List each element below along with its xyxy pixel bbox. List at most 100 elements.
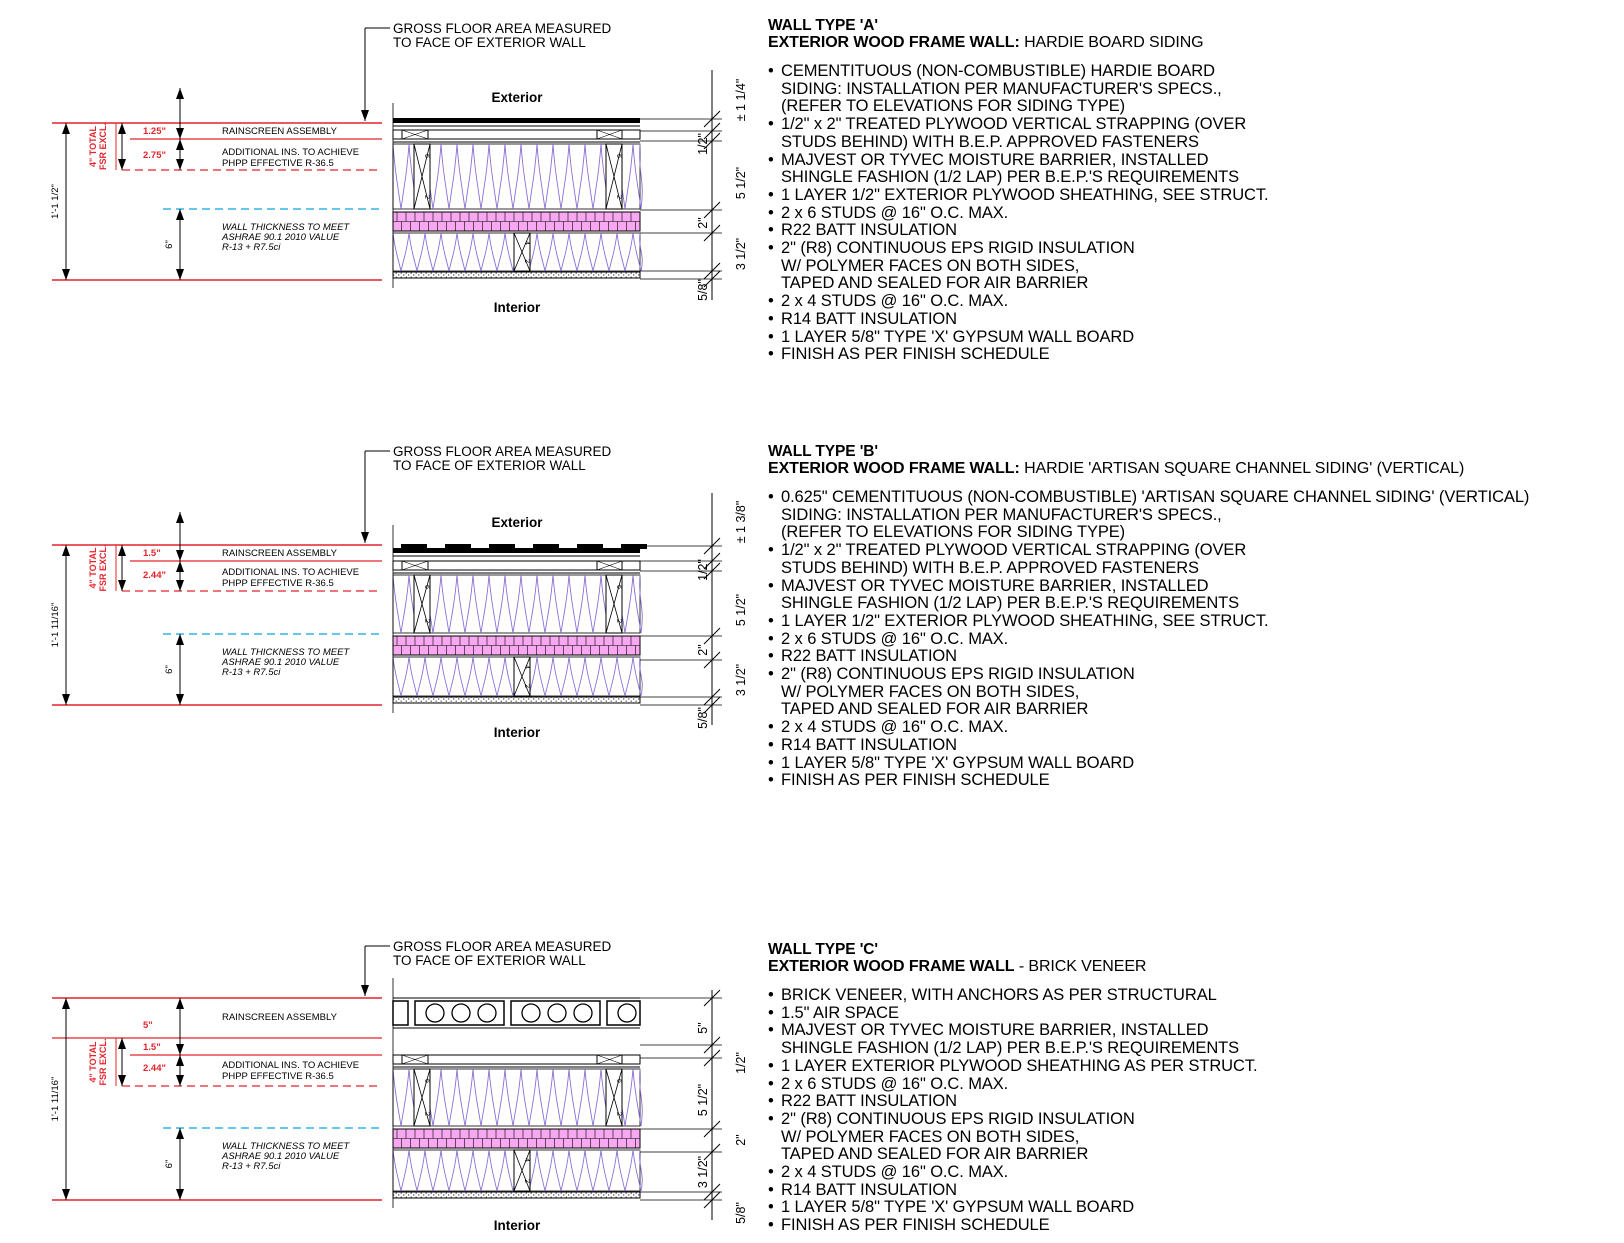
dimension-label: 5/8" — [696, 707, 710, 729]
fsr-label-1: 4" TOTAL — [88, 126, 98, 167]
spec-item: R14 BATT INSULATION — [768, 736, 1618, 755]
spec-title: WALL TYPE 'A' — [768, 17, 878, 34]
arrow-head — [118, 545, 126, 556]
dimension-tick — [703, 201, 721, 219]
siding-channel — [401, 544, 427, 549]
dimension-label: 5/8" — [696, 279, 710, 301]
fsr-label-1: 4" TOTAL — [88, 547, 98, 588]
siding-channel — [489, 544, 515, 549]
spec-wall-type-c: WALL TYPE 'C' EXTERIOR WOOD FRAME WALL -… — [768, 942, 1618, 1235]
batt-wave — [392, 232, 643, 272]
brick-core — [573, 1003, 593, 1023]
brick-core — [547, 1003, 567, 1023]
spec-item: 2 x 6 STUDS @ 16" O.C. MAX. — [768, 204, 1618, 223]
spec-title: WALL TYPE 'B' — [768, 443, 878, 460]
spec-item: FINISH AS PER FINISH SCHEDULE — [768, 346, 1618, 364]
interior-label: Interior — [494, 725, 541, 740]
dimension-tick — [703, 270, 721, 288]
stud-cross — [513, 1149, 531, 1192]
stud-cross — [513, 656, 531, 697]
fsr-label-2: FSR EXCL. — [98, 1038, 108, 1085]
arrow-head — [118, 1038, 126, 1049]
siding-channel — [621, 544, 647, 549]
arrow-head — [176, 159, 184, 170]
additional-ins-label-1: ADDITIONAL INS. TO ACHIEVE — [222, 567, 359, 578]
strap-cross — [596, 1054, 623, 1065]
spec-item: R14 BATT INSULATION — [768, 310, 1618, 329]
spec-item: MAJVEST OR TYVEC MOISTURE BARRIER, INSTA… — [768, 577, 1618, 613]
gross-floor-arrow — [361, 28, 369, 121]
dimension-tick — [703, 537, 721, 555]
right-dimensions: 5"1/2"5 1/2"2"3 1/2"5/8" — [640, 989, 748, 1224]
wall-thickness-dim-label: 6" — [164, 665, 175, 674]
stud: 62 — [605, 1068, 623, 1127]
wall-thickness-label-2: ASHRAE 90.1 2010 VALUE — [221, 232, 340, 243]
additional-ins-label-1: ADDITIONAL INS. TO ACHIEVE — [222, 1060, 359, 1071]
brick-core — [521, 1003, 541, 1023]
stud-cross — [605, 1068, 623, 1127]
arrow-head — [62, 123, 70, 134]
arrow-head — [176, 128, 184, 139]
stud-label: 6 — [423, 1079, 430, 1083]
stud-cross — [413, 574, 431, 634]
stud-label: 2 — [615, 1112, 622, 1116]
brick-core — [425, 1003, 445, 1023]
dimension-label: 1/2" — [696, 133, 710, 155]
spec-item: 1 LAYER EXTERIOR PLYWOOD SHEATHING AS PE… — [768, 1057, 1618, 1076]
arrow-head — [176, 1044, 184, 1055]
stud: 62 — [413, 1068, 431, 1127]
arrow-head — [118, 123, 126, 134]
stud-label: 2 — [423, 1112, 430, 1116]
stud-label: 4 — [523, 241, 530, 245]
arrow-head — [176, 1189, 184, 1200]
stud-label: 6 — [423, 154, 430, 158]
spec-item: 0.625" CEMENTITUOUS (NON-COMBUSTIBLE) 'A… — [768, 488, 1618, 542]
spec-item: 2 x 6 STUDS @ 16" O.C. MAX. — [768, 1075, 1618, 1094]
arrow-head — [118, 1075, 126, 1086]
additional-ins-dimension — [176, 139, 184, 170]
arrow-head — [361, 985, 369, 996]
fsr-label-2: FSR EXCL. — [98, 123, 108, 170]
right-dimensions: ± 1 3/8"1/2"5 1/2"2"3 1/2"5/8" — [640, 493, 748, 729]
stud-label: 2 — [523, 259, 530, 263]
eps-rigid-insulation — [392, 211, 641, 232]
spec-item: 1 LAYER 1/2" EXTERIOR PLYWOOD SHEATHING,… — [768, 612, 1618, 631]
dimension-tick — [703, 627, 721, 645]
interior-label: Interior — [494, 300, 541, 315]
r22-batt — [392, 143, 643, 210]
spec-item: R22 BATT INSULATION — [768, 222, 1618, 240]
dimension-tick — [703, 132, 721, 150]
dimension-label: 1/2" — [696, 559, 710, 581]
brick-dim-label: 5" — [143, 1020, 153, 1031]
spec-title: WALL TYPE 'C' — [768, 941, 878, 958]
arrow-head — [176, 998, 184, 1009]
brick-core — [477, 1003, 497, 1023]
stud-label: 2 — [615, 195, 622, 199]
stud-label: 2 — [615, 619, 622, 623]
spec-list: CEMENTITUOUS (NON-COMBUSTIBLE) HARDIE BO… — [768, 62, 1618, 364]
spec-item: 1 LAYER 1/2" EXTERIOR PLYWOOD SHEATHING,… — [768, 186, 1618, 205]
spec-item: 1 LAYER 5/8" TYPE 'X' GYPSUM WALL BOARD — [768, 1199, 1618, 1217]
overall-dimension — [62, 998, 70, 1200]
dimension-tick — [703, 1183, 721, 1201]
exterior-label: Exterior — [491, 90, 543, 105]
arrow-head — [62, 545, 70, 556]
stud-label: 6 — [615, 1079, 622, 1083]
dimension-label: 5 1/2" — [696, 1084, 710, 1116]
dimension-tick — [703, 696, 721, 714]
rainscreen-dimension — [176, 88, 184, 139]
gross-floor-label-line-1: GROSS FLOOR AREA MEASURED — [393, 939, 612, 954]
gypsum-board — [392, 1191, 641, 1199]
siding-channel — [445, 544, 471, 549]
dimension-tick — [703, 1049, 721, 1067]
dimension-label: 5/8" — [734, 1202, 748, 1224]
brick-core — [451, 1003, 471, 1023]
stud-cross — [605, 574, 623, 634]
spec-item: 1/2" x 2" TREATED PLYWOOD VERTICAL STRAP… — [768, 541, 1618, 577]
additional-ins-label-1: ADDITIONAL INS. TO ACHIEVE — [222, 147, 359, 158]
dimension-label: 2" — [734, 1134, 748, 1145]
spec-item: CEMENTITUOUS (NON-COMBUSTIBLE) HARDIE BO… — [768, 62, 1618, 116]
